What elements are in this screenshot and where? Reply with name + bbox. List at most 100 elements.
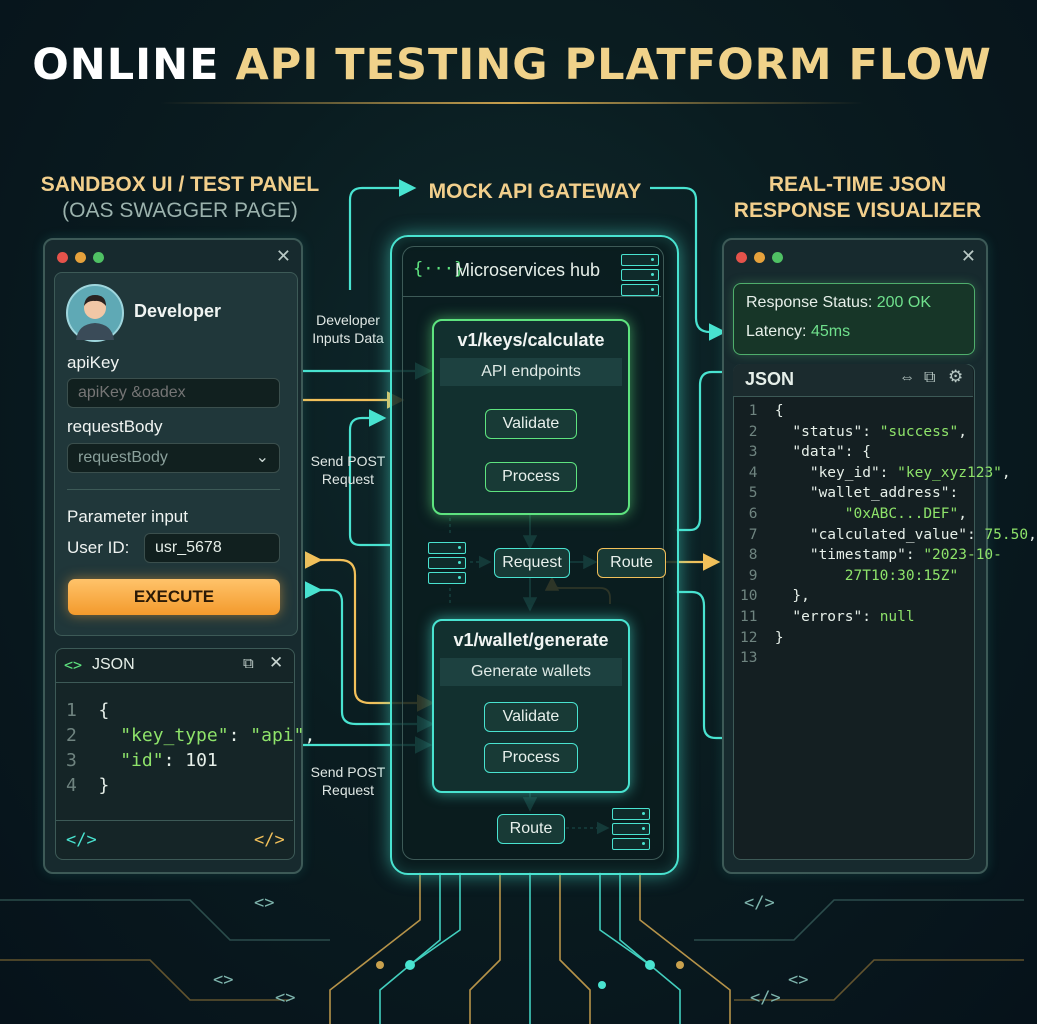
window-controls [736, 252, 783, 263]
userid-input[interactable]: usr_5678 [144, 533, 280, 563]
maximize-dot-icon[interactable] [772, 252, 783, 263]
requestbody-label: requestBody [67, 417, 163, 436]
user-icon [76, 295, 114, 340]
response-status-box: Response Status: 200 OK Latency: 45ms [733, 283, 975, 355]
request-json-code: 1 { 2 "key_type": "api", 3 "id": 101 4 } [66, 698, 315, 798]
route-node[interactable]: Route [597, 548, 666, 578]
code-line: 3 "id": 101 [66, 750, 218, 771]
execute-button[interactable]: EXECUTE [68, 579, 280, 615]
code-tag-icon: </> [744, 893, 775, 913]
server-icon [612, 808, 650, 853]
title-part2: API TESTING PLATFORM FLOW [235, 40, 992, 90]
server-icon [428, 542, 466, 587]
endpoint-title: v1/keys/calculate [457, 330, 605, 350]
status-label: Response Status: [746, 294, 873, 311]
code-tag-icon: </> [750, 988, 781, 1008]
close-icon[interactable]: ✕ [269, 653, 284, 672]
format-icon[interactable]: ⧉ [243, 655, 254, 672]
validate-step[interactable]: Validate [484, 702, 578, 732]
apikey-label: apiKey [67, 353, 119, 372]
visualizer-heading-line1: REAL-TIME JSON [768, 173, 947, 196]
sandbox-heading-line1: SANDBOX UI / TEST PANEL [40, 173, 320, 196]
visualizer-heading: REAL-TIME JSON RESPONSE VISUALIZER [715, 172, 1000, 224]
divider [55, 820, 293, 821]
response-json-panel [733, 364, 975, 860]
status-line: Response Status: 200 OK [746, 294, 931, 312]
latency-label: Latency: [746, 323, 807, 340]
title-part1: ONLINE [32, 40, 220, 90]
code-line: 1 { [66, 700, 110, 721]
status-value: 200 OK [876, 294, 932, 311]
sandbox-heading: SANDBOX UI / TEST PANEL (OAS SWAGGER PAG… [30, 172, 330, 224]
code-line: 4 "key_id": "key_xyz123", [740, 464, 1011, 481]
sandbox-heading-line2: (OAS SWAGGER PAGE) [62, 199, 298, 222]
code-tag-icon: <> [788, 970, 809, 990]
code-line: 3 "data": { [740, 444, 871, 461]
close-dot-icon[interactable] [57, 252, 68, 263]
response-json-header: JSON ⇔ ⧉ ⚙ [733, 364, 973, 397]
userid-label: User ID: [67, 538, 130, 557]
request-json-title: JSON [92, 656, 135, 673]
divider [67, 489, 280, 490]
copy-icon[interactable]: ⧉ [924, 369, 936, 386]
gateway-heading-line1: MOCK API GATEWAY [428, 180, 642, 203]
code-line: 5 "wallet_address": [740, 485, 959, 502]
process-step[interactable]: Process [485, 462, 577, 492]
page-title: ONLINE API TESTING PLATFORM FLOW [0, 40, 1024, 90]
route-node[interactable]: Route [497, 814, 565, 844]
latency-line: Latency: 45ms [746, 323, 850, 341]
endpoint-title: v1/wallet/generate [453, 630, 609, 650]
visualizer-heading-line2: RESPONSE VISUALIZER [733, 199, 982, 222]
expand-icon[interactable]: ⇔ [899, 369, 915, 386]
response-json-title: JSON [745, 369, 795, 389]
code-tag-icon: <> [213, 970, 234, 990]
code-line: 9 27T10:30:15Z" [740, 567, 959, 584]
close-icon[interactable]: ✕ [275, 246, 291, 266]
minimize-dot-icon[interactable] [75, 252, 86, 263]
apikey-input[interactable] [67, 378, 280, 408]
close-dot-icon[interactable] [736, 252, 747, 263]
request-json-panel [55, 648, 295, 860]
code-line: 2 "key_type": "api", [66, 725, 316, 746]
minimize-dot-icon[interactable] [754, 252, 765, 263]
parameter-input-label: Parameter input [67, 507, 188, 526]
latency-value: 45ms [810, 323, 851, 340]
code-tag-icon: <> [275, 988, 296, 1008]
endpoint-subtitle: Generate wallets [440, 658, 622, 686]
code-tag-icon: <> [254, 893, 275, 913]
code-line: 2 "status": "success", [740, 423, 967, 440]
code-line: 6 "0xABC...DEF", [740, 505, 967, 522]
code-line: 11 "errors": null [740, 608, 915, 625]
requestbody-value: requestBody [78, 449, 168, 466]
close-icon[interactable]: ✕ [960, 246, 976, 266]
window-controls [57, 252, 104, 263]
code-tag-icon: </> [254, 830, 285, 850]
code-line: 10 }, [740, 588, 810, 605]
developer-label: Developer [134, 301, 222, 321]
code-line: 8 "timestamp": "2023-10- [740, 547, 1002, 564]
code-line: 4 } [66, 775, 110, 796]
code-line: 7 "calculated_value": 75.50, [740, 526, 1037, 543]
response-json-code: 1 { 2 "status": "success", 3 "data": { 4… [740, 401, 1037, 669]
code-line: 13 [740, 650, 775, 667]
server-icon [621, 254, 659, 299]
request-node[interactable]: Request [494, 548, 570, 578]
validate-step[interactable]: Validate [485, 409, 577, 439]
chevron-down-icon: ⌄ [255, 449, 269, 466]
request-json-header: <> JSON ⧉ ✕ [55, 648, 293, 683]
hub-title: Microservices hub [455, 260, 601, 280]
gateway-heading: MOCK API GATEWAY [395, 179, 675, 205]
code-brackets-icon: <> [64, 656, 83, 674]
code-tag-icon: </> [66, 830, 97, 850]
requestbody-select[interactable]: requestBody ⌄ [67, 443, 280, 473]
code-line: 1 { [740, 403, 784, 419]
settings-gear-icon[interactable]: ⚙ [948, 367, 964, 386]
process-step[interactable]: Process [484, 743, 578, 773]
developer-avatar [66, 284, 124, 342]
divider [403, 296, 661, 297]
endpoint-subtitle: API endpoints [440, 358, 622, 386]
maximize-dot-icon[interactable] [93, 252, 104, 263]
